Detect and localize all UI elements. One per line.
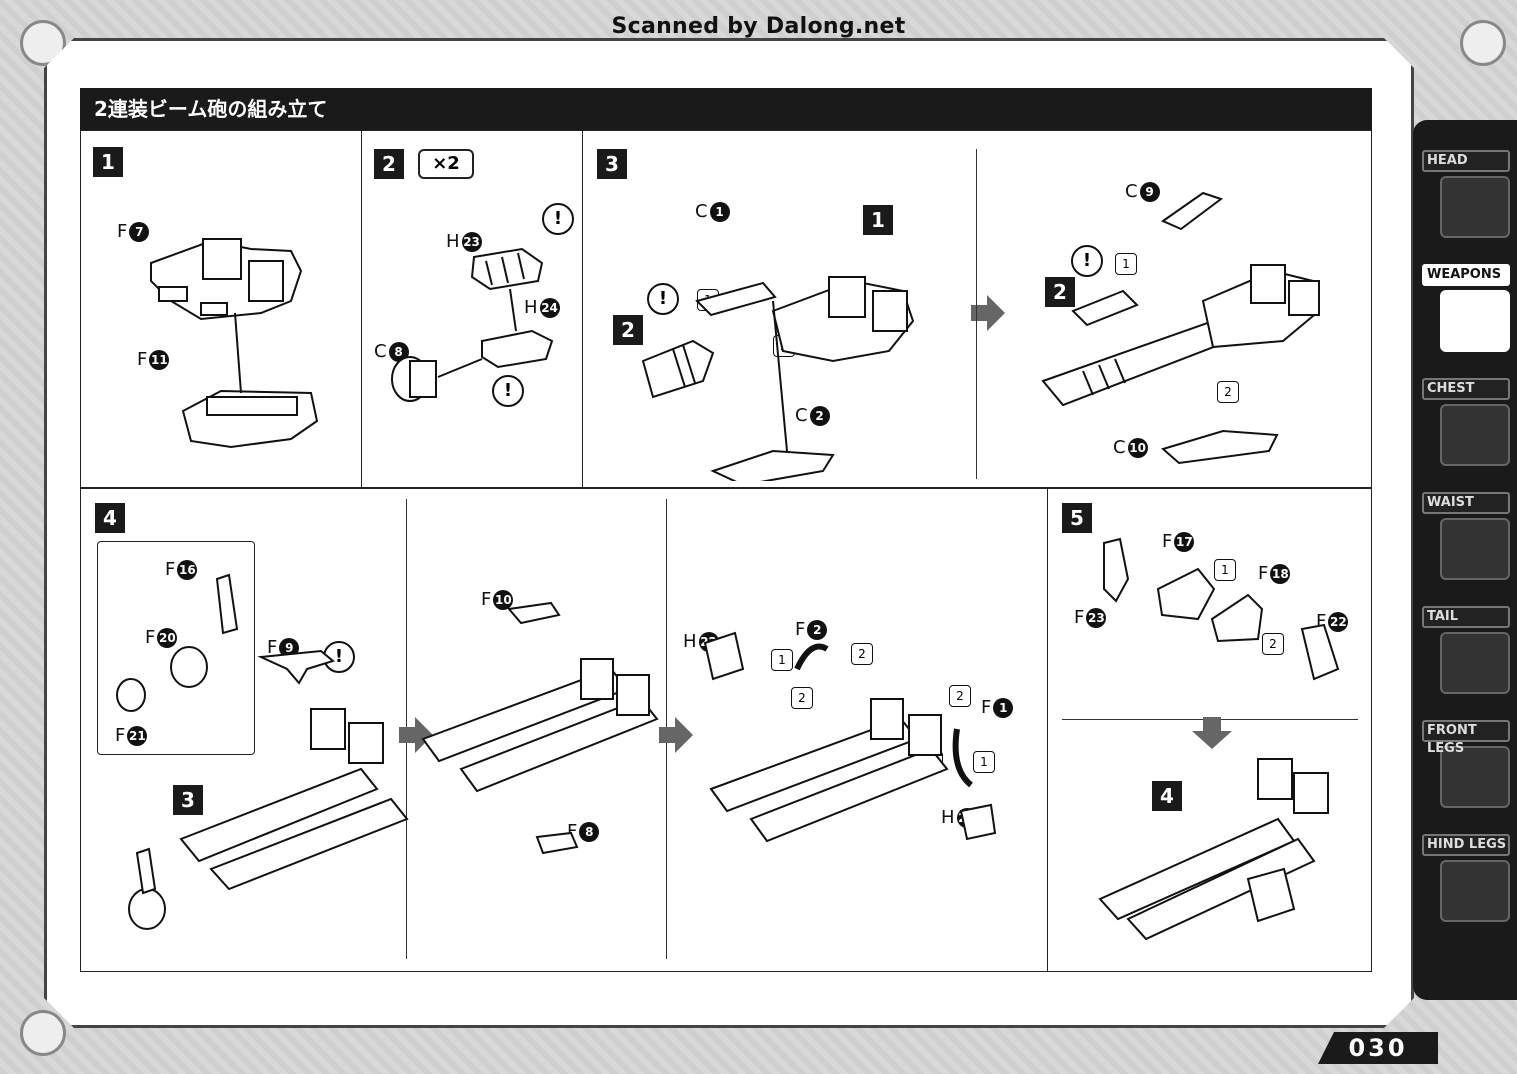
chest-icon	[1440, 404, 1510, 466]
tab-label: WAIST	[1422, 492, 1510, 514]
step-number: 4	[95, 503, 125, 533]
watermark: Scanned by Dalong.net	[611, 14, 906, 39]
part-drawing	[1098, 537, 1340, 941]
part-drawing	[150, 238, 319, 449]
part-drawing	[641, 276, 915, 481]
waist-icon	[1440, 518, 1510, 580]
tab-label: FRONT LEGS	[1422, 720, 1510, 756]
tab-head[interactable]: HEAD	[1422, 150, 1510, 238]
step-number: 2	[374, 149, 404, 179]
page-number: 030	[1318, 1032, 1438, 1064]
order-marker: 1	[973, 751, 995, 773]
caution-icon: !	[492, 375, 524, 407]
tail-icon	[1440, 632, 1510, 694]
reference-step-badge: 4	[1152, 781, 1182, 811]
step-4-panel: 4 F16 F20 F21 F9 3 ! F10 F8 H22 F2 F1 H2…	[80, 488, 1048, 972]
sequence-arrow-icon	[971, 295, 1005, 331]
tab-label: HEAD	[1422, 150, 1510, 172]
weapons-icon	[1440, 290, 1510, 352]
order-marker: 2	[791, 687, 813, 709]
step-number: 5	[1062, 503, 1092, 533]
tab-chest[interactable]: CHEST	[1422, 378, 1510, 466]
sequence-arrow-icon	[659, 717, 693, 753]
reference-step-badge: 1	[863, 205, 893, 235]
caution-icon: !	[542, 203, 574, 235]
order-marker: 2	[851, 643, 873, 665]
hind-legs-icon	[1440, 860, 1510, 922]
multiplier-badge: ×2	[418, 149, 474, 179]
tab-label: HIND LEGS	[1422, 834, 1510, 856]
caution-icon: !	[647, 283, 679, 315]
corner-gear-icon	[1460, 20, 1506, 66]
tab-label: CHEST	[1422, 378, 1510, 400]
order-marker: 1	[771, 649, 793, 671]
part-drawing	[1041, 191, 1321, 465]
caution-icon: !	[1071, 245, 1103, 277]
tab-hind-legs[interactable]: HIND LEGS	[1422, 834, 1510, 922]
section-title: 2連装ビーム砲の組み立て	[80, 88, 1372, 130]
tab-waist[interactable]: WAIST	[1422, 492, 1510, 580]
part-drawing	[391, 247, 554, 402]
panel-divider	[976, 149, 977, 479]
order-marker: 2	[949, 685, 971, 707]
tab-label: WEAPONS	[1422, 264, 1510, 286]
sequence-arrow-icon	[1192, 717, 1232, 749]
step-number: 3	[597, 149, 627, 179]
tab-weapons[interactable]: WEAPONS	[1422, 264, 1510, 352]
order-marker: 2	[1262, 633, 1284, 655]
order-marker: 2	[1217, 381, 1239, 403]
order-marker: 1	[1115, 253, 1137, 275]
tab-front-legs[interactable]: FRONT LEGS	[1422, 720, 1510, 808]
reference-step-badge: 3	[173, 785, 203, 815]
part-drawing	[116, 573, 997, 930]
order-marker: 1	[1214, 559, 1236, 581]
reference-step-badge: 2	[613, 315, 643, 345]
reference-step-badge: 2	[1045, 277, 1075, 307]
step-3-panel: 3 1 2 2 C1 C2 C9 C10 ! ! 1 2 1 2	[582, 130, 1372, 488]
step-number: 1	[93, 147, 123, 177]
corner-gear-icon	[20, 1010, 66, 1056]
head-icon	[1440, 176, 1510, 238]
front-legs-icon	[1440, 746, 1510, 808]
tab-label: TAIL	[1422, 606, 1510, 628]
tab-tail[interactable]: TAIL	[1422, 606, 1510, 694]
